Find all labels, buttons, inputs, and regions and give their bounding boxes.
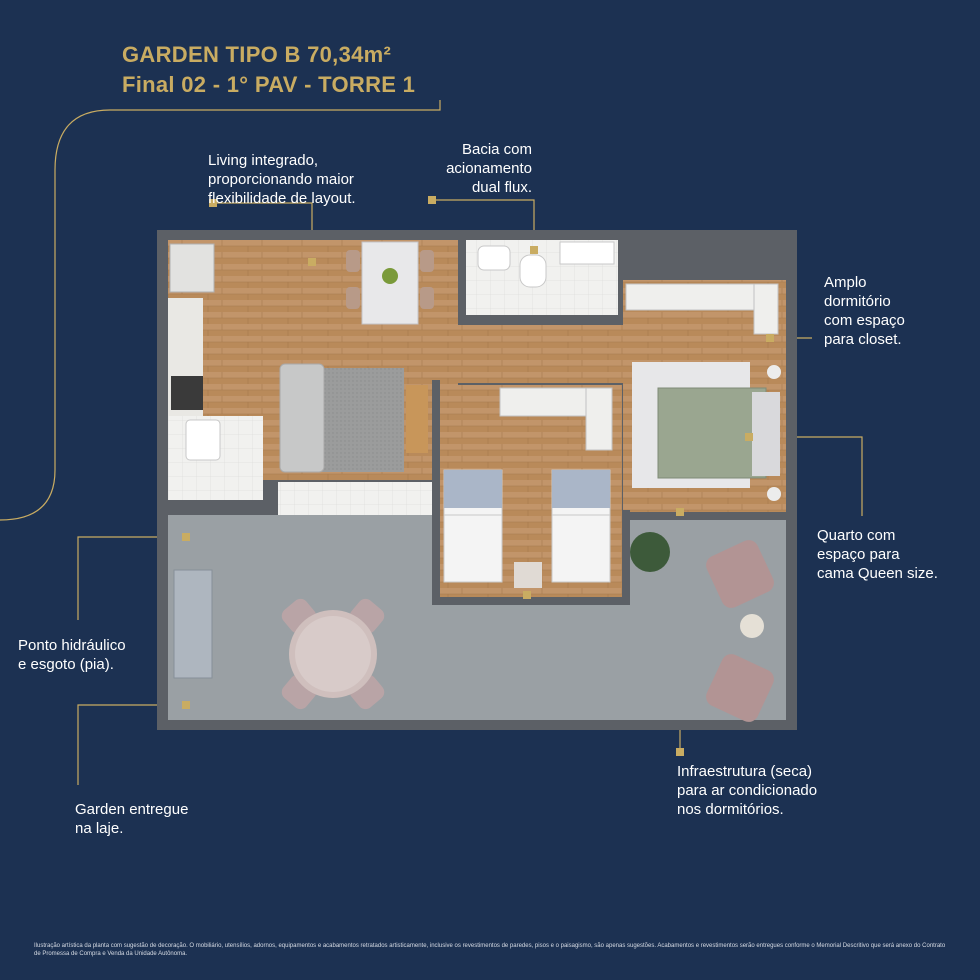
title-line-1: GARDEN TIPO B 70,34m² <box>122 42 392 67</box>
side-table <box>740 614 764 638</box>
callout-ponto: Ponto hidráulico e esgoto (pia). <box>18 637 126 673</box>
toilet <box>519 254 547 288</box>
bedroom-wall <box>622 510 630 605</box>
callout-infra: Infraestrutura (seca) para ar condiciona… <box>677 763 818 818</box>
title-line-2: Final 02 - 1° PAV - TORRE 1 <box>122 72 416 97</box>
closet-side <box>753 283 779 335</box>
sofa <box>279 363 325 473</box>
bedroom-wall <box>432 380 440 605</box>
shower-box <box>559 241 615 265</box>
armchair <box>706 654 774 722</box>
plant <box>630 532 670 572</box>
living-rug <box>322 368 404 472</box>
callout-dormitorio: Amplo dormitório com espaço para closet. <box>824 274 905 348</box>
bbq-counter <box>173 569 213 679</box>
cooktop <box>171 376 203 410</box>
callout-living: Living integrado, proporcionando maior f… <box>208 152 356 207</box>
nightstand-lamp <box>767 365 781 379</box>
disclaimer-note: Ilustração artística da planta com suges… <box>34 943 946 957</box>
second-closet-side <box>585 387 613 451</box>
garden-dining-set <box>281 598 385 710</box>
page-title: GARDEN TIPO B 70,34m² Final 02 - 1° PAV … <box>122 40 415 100</box>
bedroom-wall <box>432 597 624 605</box>
callout-garden: Garden entregue na laje. <box>75 801 189 837</box>
laundry-sink <box>185 419 221 461</box>
fridge <box>169 243 215 293</box>
tv-stand <box>406 385 428 453</box>
callout-markers <box>182 196 774 756</box>
bathroom-sink <box>477 245 511 271</box>
callout-bacia: Bacia com acionamento dual flux. <box>446 141 532 196</box>
corridor <box>458 325 623 383</box>
bedroom-wall <box>622 512 787 520</box>
nightstand-lamp <box>767 487 781 501</box>
callout-quarto: Quarto com espaço para cama Queen size. <box>817 527 938 582</box>
armchair <box>706 540 774 608</box>
master-closet <box>625 283 779 311</box>
bed-pillows <box>752 392 780 476</box>
dining-chairs <box>346 250 434 309</box>
